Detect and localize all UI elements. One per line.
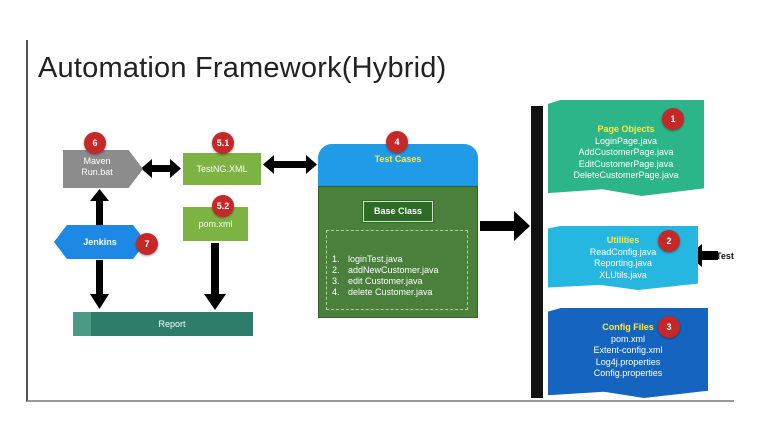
list-item: 3. edit Customer.java (332, 276, 439, 287)
test-cases-title: Test Cases (374, 154, 422, 164)
config-files-panel: Config Files pom.xml Extent-config.xml L… (548, 308, 708, 398)
jenkins-report-arrow (90, 260, 109, 309)
pom-report-arrow (204, 243, 226, 310)
maven-node: Maven Run.bat (63, 150, 143, 188)
list-item: Extent-config.xml (593, 345, 663, 355)
maven-testng-arrow (141, 159, 181, 178)
testcases-bar-arrow (480, 211, 530, 241)
test-cases-badge: 4 (386, 131, 408, 153)
page-objects-title: Page Objects (597, 124, 655, 134)
vertical-divider-bar (531, 106, 543, 398)
list-item: ReadConfig.java (589, 246, 657, 257)
utilities-title: Utilities (606, 235, 640, 245)
maven-sub-label: Run.bat (81, 167, 113, 177)
base-class-box: Base Class (362, 200, 434, 223)
list-item: AddCustomerPage.java (578, 147, 674, 157)
list-item: Config.properties (593, 368, 663, 378)
report-node: Report (73, 312, 253, 336)
list-item-number: 3. (332, 276, 340, 286)
list-item-text: loginTest.java (348, 254, 403, 264)
jenkins-badge: 7 (136, 233, 158, 255)
testng-testcases-arrow (263, 155, 317, 174)
utilities-badge: 2 (658, 230, 680, 252)
list-item: 4. delete Customer.java (332, 287, 439, 298)
test-tag-label: Test (716, 251, 734, 261)
page-objects-badge: 1 (662, 108, 684, 130)
list-item-text: delete Customer.java (348, 287, 433, 297)
test-cases-dashed-frame (326, 230, 468, 310)
list-item-number: 1. (332, 254, 340, 264)
config-files-badge: 3 (658, 316, 680, 338)
pom-badge: 5.2 (212, 195, 234, 217)
list-item: Log4j.properties (595, 356, 661, 367)
list-item: Reporting.java (593, 258, 653, 268)
list-item-text: addNewCustomer.java (348, 265, 439, 275)
slide: Automation Framework(Hybrid) (26, 40, 734, 402)
slide-title: Automation Framework(Hybrid) (38, 52, 447, 84)
list-item: XLUtils.java (599, 269, 647, 280)
list-item: 1. loginTest.java (332, 254, 439, 265)
config-files-title: Config Files (602, 322, 654, 332)
list-item-number: 2. (332, 265, 340, 275)
list-item: 2. addNewCustomer.java (332, 265, 439, 276)
maven-label: Maven (83, 156, 111, 166)
list-item: pom.xml (610, 333, 645, 344)
maven-badge: 6 (84, 132, 106, 154)
report-label: Report (158, 318, 186, 329)
test-cases-list: 1. loginTest.java 2. addNewCustomer.java 3… (332, 254, 439, 298)
jenkins-node: Jenkins (54, 225, 146, 259)
base-class-label: Base Class (373, 206, 423, 216)
testng-label: TestNG.XML (196, 163, 248, 174)
testng-node: TestNG.XML (183, 153, 261, 185)
testng-badge: 5.1 (212, 132, 234, 154)
list-item: LoginPage.java (594, 135, 658, 146)
list-item: EditCustomerPage.java (578, 158, 674, 169)
list-item-text: edit Customer.java (348, 276, 423, 286)
list-item-number: 4. (332, 287, 340, 297)
jenkins-label: Jenkins (83, 236, 117, 247)
pom-label: pom.xml (198, 218, 233, 229)
list-item: DeleteCustomerPage.java (573, 170, 679, 180)
maven-jenkins-arrow (90, 189, 109, 228)
